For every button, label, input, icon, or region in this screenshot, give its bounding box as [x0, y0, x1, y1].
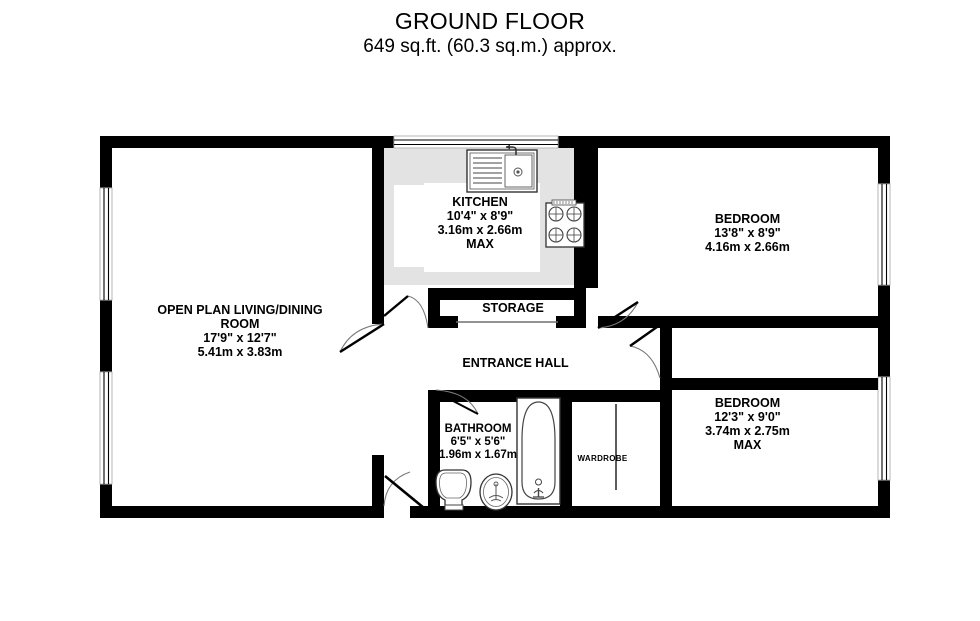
toilet-fixture: [435, 469, 472, 511]
page-subtitle: 649 sq.ft. (60.3 sq.m.) approx.: [363, 36, 617, 57]
door-kitchen: [383, 295, 429, 329]
door-bathroom: [435, 389, 479, 415]
window-bedroom1: [877, 183, 891, 286]
door-bedroom1: [597, 300, 639, 330]
bath-fixture: [516, 397, 561, 505]
door-bedroom2: [629, 321, 665, 379]
basin-fixture: [479, 473, 513, 511]
door-living: [339, 322, 385, 354]
interior-walls: [372, 136, 878, 518]
wardrobe-fixture: [615, 404, 617, 490]
plan-title-block: GROUND FLOOR 649 sq.ft. (60.3 sq.m.) app…: [0, 8, 980, 59]
window-bedroom2: [877, 376, 891, 481]
window-kitchen: [393, 135, 559, 149]
hob-fixture: [545, 199, 585, 248]
sink-fixture: [466, 144, 538, 193]
door-swings: [339, 295, 665, 510]
door-entrance: [383, 471, 425, 510]
window-living-upper: [99, 187, 113, 301]
page-title: GROUND FLOOR: [394, 8, 586, 34]
window-living-lower: [99, 371, 113, 485]
